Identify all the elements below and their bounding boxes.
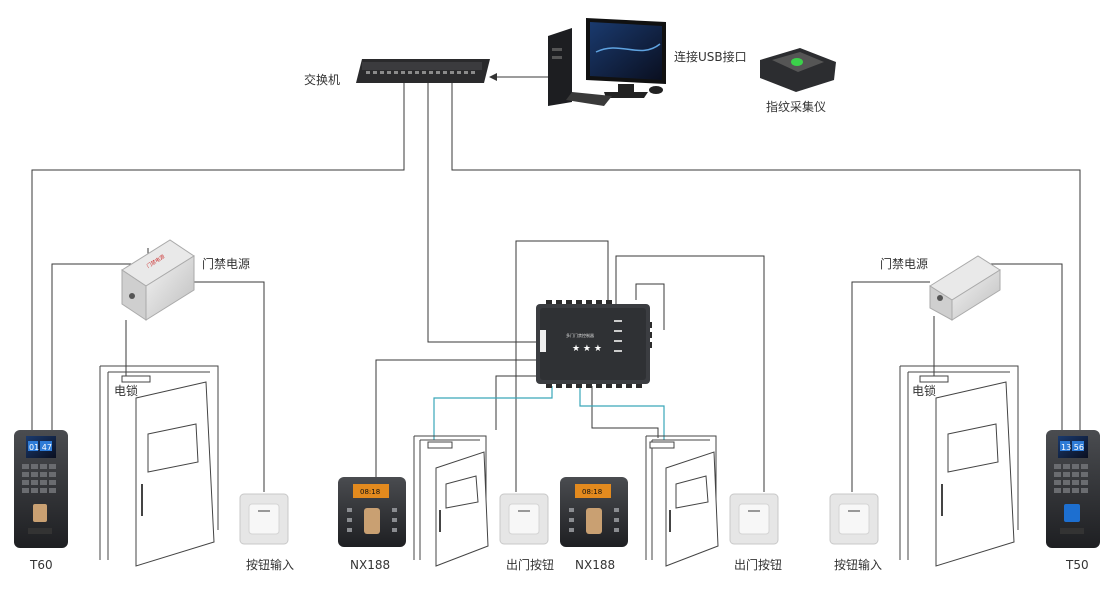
lock-left-label: 电锁 bbox=[114, 384, 139, 398]
data-wires bbox=[433, 386, 665, 440]
power-supply-left: 门禁电源 bbox=[121, 239, 195, 321]
power-left-label: 门禁电源 bbox=[202, 257, 251, 271]
switch-label: 交换机 bbox=[304, 73, 341, 87]
t60-terminal: 01 47 bbox=[14, 430, 68, 548]
lock-right-label: 电锁 bbox=[912, 384, 937, 398]
button-center-2 bbox=[729, 493, 779, 545]
network-wires bbox=[31, 73, 1081, 430]
power-right-label: 门禁电源 bbox=[880, 257, 929, 271]
nx188-b-time: 08:18 bbox=[582, 488, 602, 496]
nx188-a-label: NX188 bbox=[350, 558, 391, 572]
fingerprint-reader bbox=[760, 48, 836, 92]
t60-label: T60 bbox=[30, 558, 53, 572]
computer bbox=[548, 18, 666, 106]
nx188-b-label: NX188 bbox=[575, 558, 616, 572]
t50-time: 13 56 bbox=[1061, 443, 1084, 452]
svg-text:多门门禁控制器: 多门门禁控制器 bbox=[566, 332, 594, 338]
button-input-right-label: 按钮输入 bbox=[834, 558, 883, 572]
door-right-1 bbox=[899, 365, 1019, 567]
network-switch bbox=[356, 59, 490, 83]
power-supply-right bbox=[929, 255, 1001, 321]
button-input-left-label: 按钮输入 bbox=[246, 558, 295, 572]
fingerprint-reader-label: 指纹采集仪 bbox=[766, 100, 827, 114]
nx188-a-time: 08:18 bbox=[360, 488, 380, 496]
svg-text:★ ★ ★: ★ ★ ★ bbox=[572, 344, 602, 354]
door-center-1 bbox=[413, 435, 489, 567]
button-panels bbox=[239, 493, 879, 545]
exit-button-a-label: 出门按钮 bbox=[506, 558, 555, 572]
door-left-1 bbox=[99, 365, 219, 567]
t50-label: T50 bbox=[1066, 558, 1089, 572]
t50-terminal: 13 56 bbox=[1046, 430, 1100, 548]
nx188-terminal-b: 08:18 bbox=[560, 477, 628, 547]
usb-label: 连接USB接口 bbox=[674, 50, 747, 64]
exit-button-b-label: 出门按钮 bbox=[734, 558, 783, 572]
access-controller: 多门门禁控制器 ★ ★ ★ bbox=[536, 300, 652, 388]
door-center-2 bbox=[645, 435, 719, 567]
t60-time: 01 47 bbox=[29, 443, 52, 452]
local-wires bbox=[51, 240, 1063, 492]
nx188-terminal-a: 08:18 bbox=[338, 477, 406, 547]
button-right bbox=[829, 493, 879, 545]
button-center-1 bbox=[499, 493, 549, 545]
button-left bbox=[239, 493, 289, 545]
